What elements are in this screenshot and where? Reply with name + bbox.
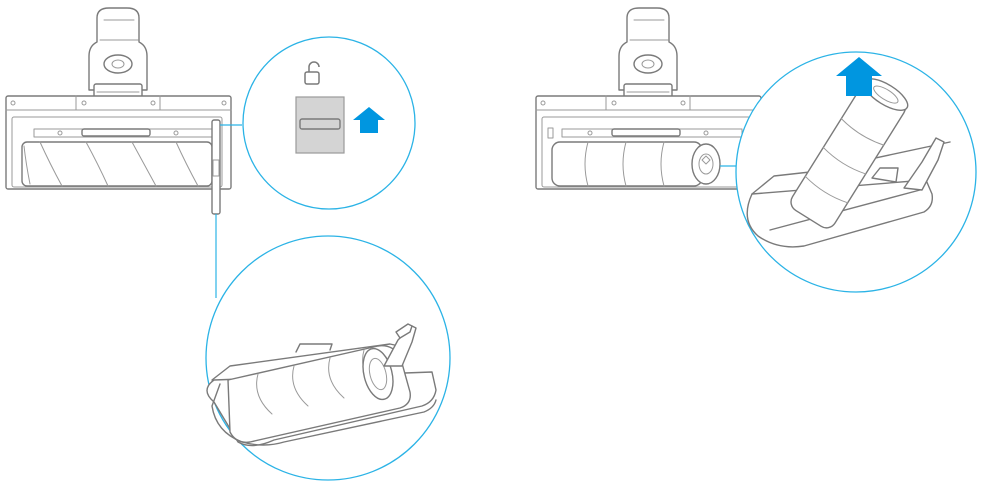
callout-roller-lift <box>735 51 977 293</box>
up-arrow-icon <box>353 107 385 133</box>
unlock-icon <box>304 61 320 85</box>
floor-head-left <box>5 7 232 215</box>
latch-slider <box>299 118 341 130</box>
step-2-panel <box>535 7 977 293</box>
step-1-panel <box>5 7 451 481</box>
floor-head-right <box>535 7 762 190</box>
up-arrow-icon <box>836 57 882 96</box>
callout-unlock-latch <box>220 36 416 210</box>
callout-roller-removal <box>205 235 451 481</box>
